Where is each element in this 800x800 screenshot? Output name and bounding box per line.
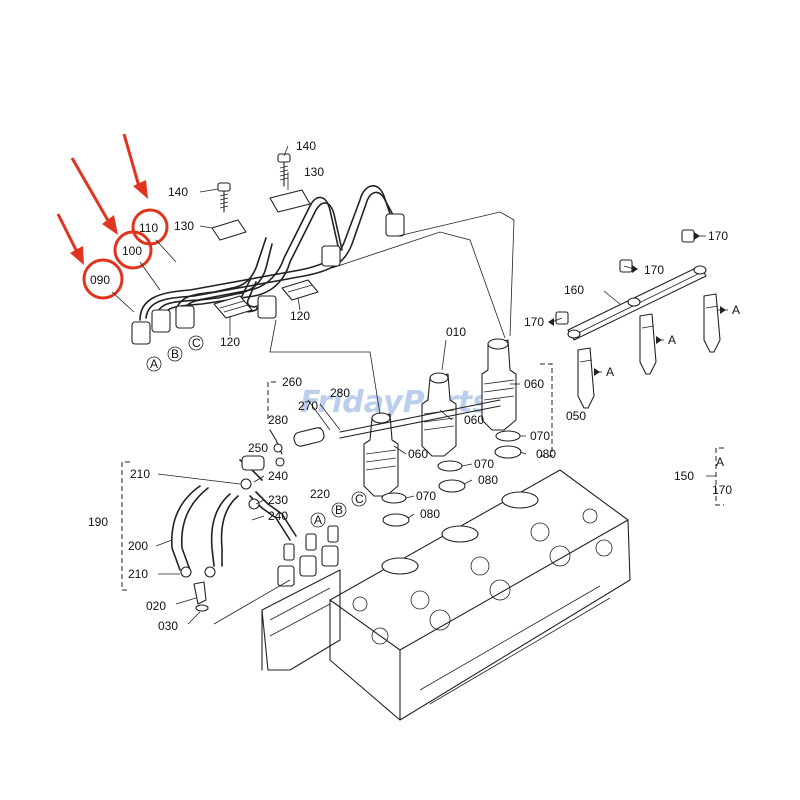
- label-010: 010: [446, 325, 466, 339]
- label-070: 070: [474, 457, 494, 471]
- label-260: 260: [282, 375, 302, 389]
- bracket-150: [715, 447, 724, 506]
- label-150: 150: [674, 469, 694, 483]
- label-080: 080: [420, 507, 440, 521]
- bracket-260: [267, 381, 276, 420]
- label-210: 210: [130, 467, 150, 481]
- label-170: 170: [708, 229, 728, 243]
- label-070: 070: [416, 489, 436, 503]
- label-250: 250: [248, 441, 268, 455]
- label-a: A: [732, 303, 740, 317]
- label-280: 280: [268, 413, 288, 427]
- label-050: 050: [566, 409, 586, 423]
- label-130: 130: [304, 165, 324, 179]
- red-arrow-090: [56, 213, 84, 265]
- label-160: 160: [564, 283, 584, 297]
- label-120: 120: [290, 309, 310, 323]
- bracket-190: [121, 461, 130, 591]
- label-a: A: [716, 455, 724, 469]
- label-230: 230: [268, 493, 288, 507]
- label-060: 060: [524, 377, 544, 391]
- glow-plug-lead: [567, 265, 707, 341]
- highlight-circle-090: [82, 258, 124, 300]
- label-a: A: [668, 333, 676, 347]
- label-c: C: [192, 336, 201, 350]
- cylinder-head: [329, 469, 631, 721]
- bolt-140-left: [217, 182, 231, 213]
- bracket-050: [540, 363, 553, 420]
- label-100: 100: [122, 244, 142, 258]
- label-030: 030: [158, 619, 178, 633]
- leader-lines: [111, 145, 728, 625]
- label-200: 200: [128, 539, 148, 553]
- label-b: B: [171, 347, 179, 361]
- label-b: B: [335, 503, 343, 517]
- label-080: 080: [478, 473, 498, 487]
- pipe-clamps: [211, 189, 319, 319]
- label-060: 060: [464, 413, 484, 427]
- label-280: 280: [330, 386, 350, 400]
- label-110: 110: [139, 221, 158, 235]
- label-140: 140: [296, 139, 316, 153]
- label-170: 170: [524, 315, 544, 329]
- label-270: 270: [298, 399, 318, 413]
- nozzle-seals: [381, 430, 522, 527]
- label-170: 170: [712, 483, 732, 497]
- label-210: 210: [128, 567, 148, 581]
- a-pointer-arrows: [548, 232, 726, 376]
- engine-block: [261, 569, 341, 671]
- label-170: 170: [644, 263, 664, 277]
- label-060: 060: [408, 447, 428, 461]
- label-090: 090: [90, 273, 110, 287]
- label-220: 220: [310, 487, 330, 501]
- label-240: 240: [268, 469, 288, 483]
- block-fittings: [277, 525, 339, 587]
- label-a: A: [150, 357, 158, 371]
- label-140: 140: [168, 185, 188, 199]
- return-hoses: [170, 429, 297, 612]
- nozzle-holders: [363, 338, 517, 497]
- leak-off-pipe: [293, 399, 501, 447]
- glow-plugs: [577, 293, 721, 409]
- label-190: 190: [88, 515, 108, 529]
- label-130: 130: [174, 219, 194, 233]
- label-120: 120: [220, 335, 240, 349]
- red-arrow-100: [70, 157, 118, 235]
- label-080: 080: [536, 447, 556, 461]
- label-240: 240: [268, 509, 288, 523]
- bolt-140-right: [277, 153, 291, 187]
- red-arrow-110: [122, 133, 148, 199]
- label-020: 020: [146, 599, 166, 613]
- label-a: A: [606, 365, 614, 379]
- label-a: A: [314, 513, 322, 527]
- label-c: C: [355, 492, 364, 506]
- highlight-circle-100: [113, 230, 153, 270]
- pipe-nuts: [131, 213, 405, 345]
- label-070: 070: [530, 429, 550, 443]
